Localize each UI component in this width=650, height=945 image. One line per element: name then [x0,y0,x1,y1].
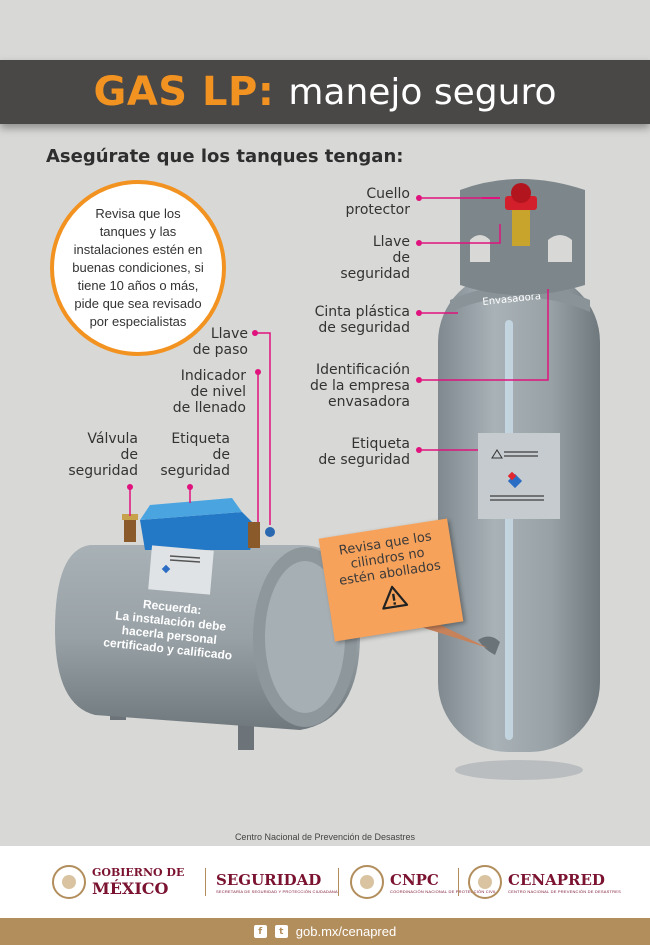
warning-note: Revisa que los cilindros no estén abolla… [318,518,464,642]
cenapred-seal-icon [468,865,502,899]
pointer-lines [129,197,549,525]
label-llave-paso: Llave de paso [192,326,248,358]
facebook-icon[interactable]: f [253,925,267,938]
source-credit: Centro Nacional de Prevención de Desastr… [234,832,416,842]
pointer-dot [416,195,422,201]
title-bar: GAS LP: manejo seguro [0,60,650,124]
pointer-dot [416,377,422,383]
eagle-seal-icon [52,865,86,899]
warning-icon [382,585,409,610]
pointer-dot [187,484,193,490]
label-etiqueta-tanque: Etiqueta de seguridad [160,431,230,479]
tank-illustration: Envasadora [55,179,600,780]
logo-band: GOBIERNO DE MÉXICO SEGURIDAD SECRETARÍA … [0,846,650,918]
logo-separator [205,868,206,896]
title-accent: GAS LP: [93,69,275,115]
cenapred-logo: CENAPRED CENTRO NACIONAL DE PREVENCIÓN D… [468,846,621,918]
footer-url[interactable]: gob.mx/cenapred [295,924,397,939]
pointer-dot [416,240,422,246]
label-indicador-nivel: Indicador de nivel de llenado [172,368,246,416]
cylinder: Envasadora [438,179,600,780]
info-circle: Revisa que los tanques y las instalacion… [50,180,226,356]
label-valvula: Válvula de seguridad [68,431,138,479]
logo-separator [338,868,339,896]
cnpc-logo: CNPC COORDINACIÓN NACIONAL DE PROTECCIÓN… [350,846,497,918]
pointer-dot [416,447,422,453]
logo-separator [458,868,459,896]
pointer-dot [252,330,258,336]
info-circle-text: Revisa que los tanques y las instalacion… [72,206,204,329]
label-cinta-plastica: Cinta plástica de seguridad [314,304,410,336]
stationary-tank [55,498,360,750]
cylinder-safety-label [478,433,560,519]
pointer-dot [416,310,422,316]
label-llave-seguridad: Llave de seguridad [340,234,410,282]
cnpc-seal-icon [350,865,384,899]
subtitle: Asegúrate que los tanques tengan: [46,146,404,167]
footer: f t gob.mx/cenapred [0,918,650,945]
twitter-icon[interactable]: t [274,925,288,938]
label-cuello-protector: Cuello protector [345,186,410,218]
label-identificacion: Identificación de la empresa envasadora [310,362,410,410]
pointer-dot [127,484,133,490]
pointer-dot [255,369,261,375]
seguridad-logo: SEGURIDAD SECRETARÍA DE SEGURIDAD Y PROT… [216,870,338,894]
label-etiqueta-cilindro: Etiqueta de seguridad [318,436,410,468]
gobierno-logo: GOBIERNO DE MÉXICO [52,846,184,918]
title-main: manejo seguro [288,71,557,113]
